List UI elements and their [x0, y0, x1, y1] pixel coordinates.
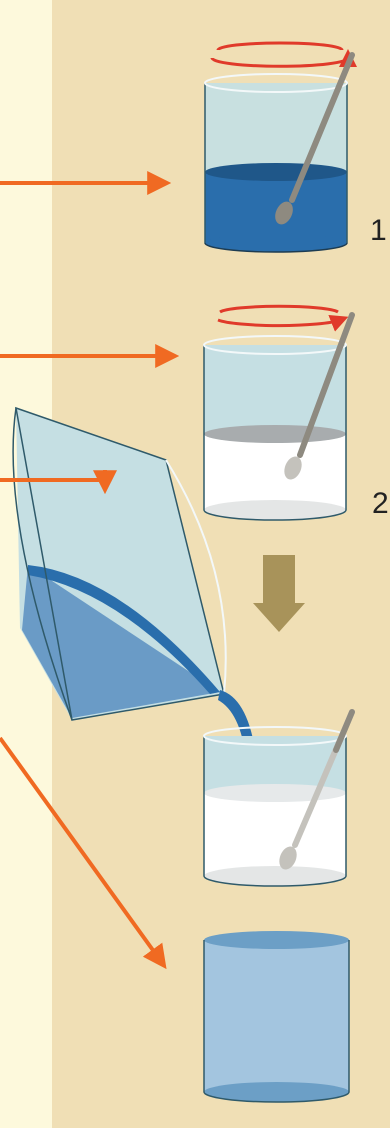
beaker-1 — [204, 41, 357, 253]
arrow-down-icon — [253, 555, 305, 632]
beaker-4 — [203, 931, 350, 1103]
arrow-to-final-beaker — [0, 736, 167, 970]
pouring-beaker — [12, 406, 256, 758]
step-label-2: 2 — [372, 487, 389, 520]
beaker-3 — [203, 709, 355, 887]
spoon-icon — [284, 312, 355, 480]
beaker-2 — [203, 304, 355, 521]
arrow-l-shaped — [0, 470, 117, 495]
spoon-icon — [279, 709, 355, 870]
step-label-1: 1 — [370, 214, 387, 247]
rotation-arrow-icon — [210, 49, 357, 68]
rotation-arrow-icon — [217, 314, 349, 332]
spoon-icon — [275, 52, 355, 225]
